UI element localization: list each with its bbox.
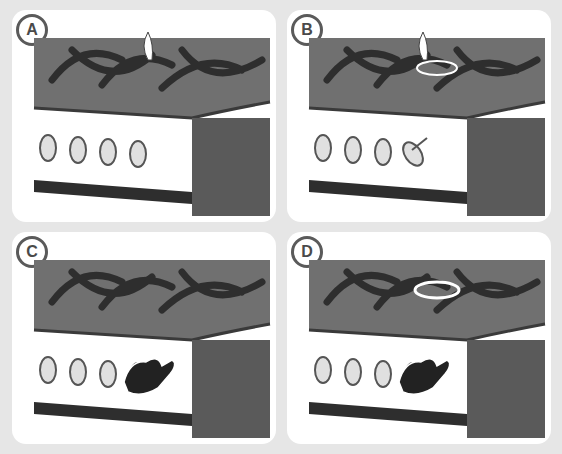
step-letter: A: [16, 14, 48, 46]
step-panel: D: [287, 232, 551, 444]
step-letter: D: [291, 236, 323, 268]
step-letter: B: [291, 14, 323, 46]
step-panel: C: [12, 232, 276, 444]
step-panel: B: [287, 10, 551, 222]
step-letter: C: [16, 236, 48, 268]
step-panel: A: [12, 10, 276, 222]
